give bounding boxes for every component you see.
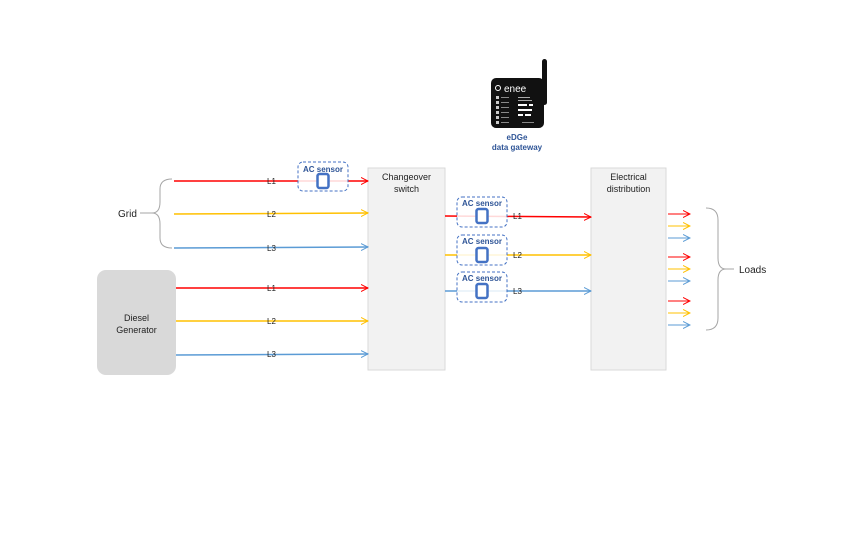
loads-brace — [705, 207, 727, 331]
ac-sensor-grid-l1-clamp-icon — [316, 172, 330, 190]
gen-wire-l3-label: L3 — [267, 350, 276, 359]
loads-label: Loads — [739, 265, 766, 276]
grid-wire-l3 — [173, 247, 368, 248]
gateway-label-line1: eDGe — [507, 133, 528, 142]
grid-wire-l2 — [173, 213, 368, 214]
ac-sensor-grid-l1-label: AC sensor — [303, 165, 343, 174]
diesel-generator-box — [97, 270, 176, 375]
gateway-panel-markings — [518, 97, 534, 123]
ac-sensor-out-l3-clamp-icon — [475, 282, 489, 300]
load-arrows — [668, 214, 690, 325]
gateway-logo-mark — [495, 85, 501, 91]
ac-sensor-out-l3-label: AC sensor — [462, 274, 502, 283]
grid-wire-l2-label: L2 — [267, 210, 276, 219]
ac-sensor-out-l2-label: AC sensor — [462, 237, 502, 246]
ac-sensor-out-l2-clamp-icon — [475, 246, 489, 264]
generator-label-line1: Diesel — [124, 313, 149, 323]
gateway-label-line2: data gateway — [492, 143, 543, 152]
gen-wire-l2-label: L2 — [267, 317, 276, 326]
changeover-label-line1: Changeover — [382, 172, 431, 182]
grid-brace — [151, 178, 173, 249]
distribution-label-line1: Electrical — [610, 172, 647, 182]
gateway-status-leds — [496, 96, 509, 124]
out-wire-l3-label: L3 — [513, 287, 522, 296]
gen-wire-l3 — [175, 354, 368, 355]
gen-wire-l1-label: L1 — [267, 284, 276, 293]
electrical-distribution-box — [590, 167, 667, 371]
grid-wire-l1-label: L1 — [267, 177, 276, 186]
grid-label: Grid — [118, 209, 137, 220]
changeover-label-line2: switch — [394, 184, 419, 194]
grid-wire-l3-label: L3 — [267, 244, 276, 253]
distribution-label-line2: distribution — [607, 184, 651, 194]
out-wire-l1-label: L1 — [513, 212, 522, 221]
ac-sensor-out-l1-label: AC sensor — [462, 199, 502, 208]
out-wire-l2-label: L2 — [513, 251, 522, 260]
changeover-switch-box — [367, 167, 446, 371]
ac-sensor-out-l1-clamp-icon — [475, 207, 489, 225]
gateway-device-icon: enee — [491, 59, 547, 128]
gateway-brand: enee — [504, 84, 527, 95]
generator-label-line2: Generator — [116, 325, 157, 335]
